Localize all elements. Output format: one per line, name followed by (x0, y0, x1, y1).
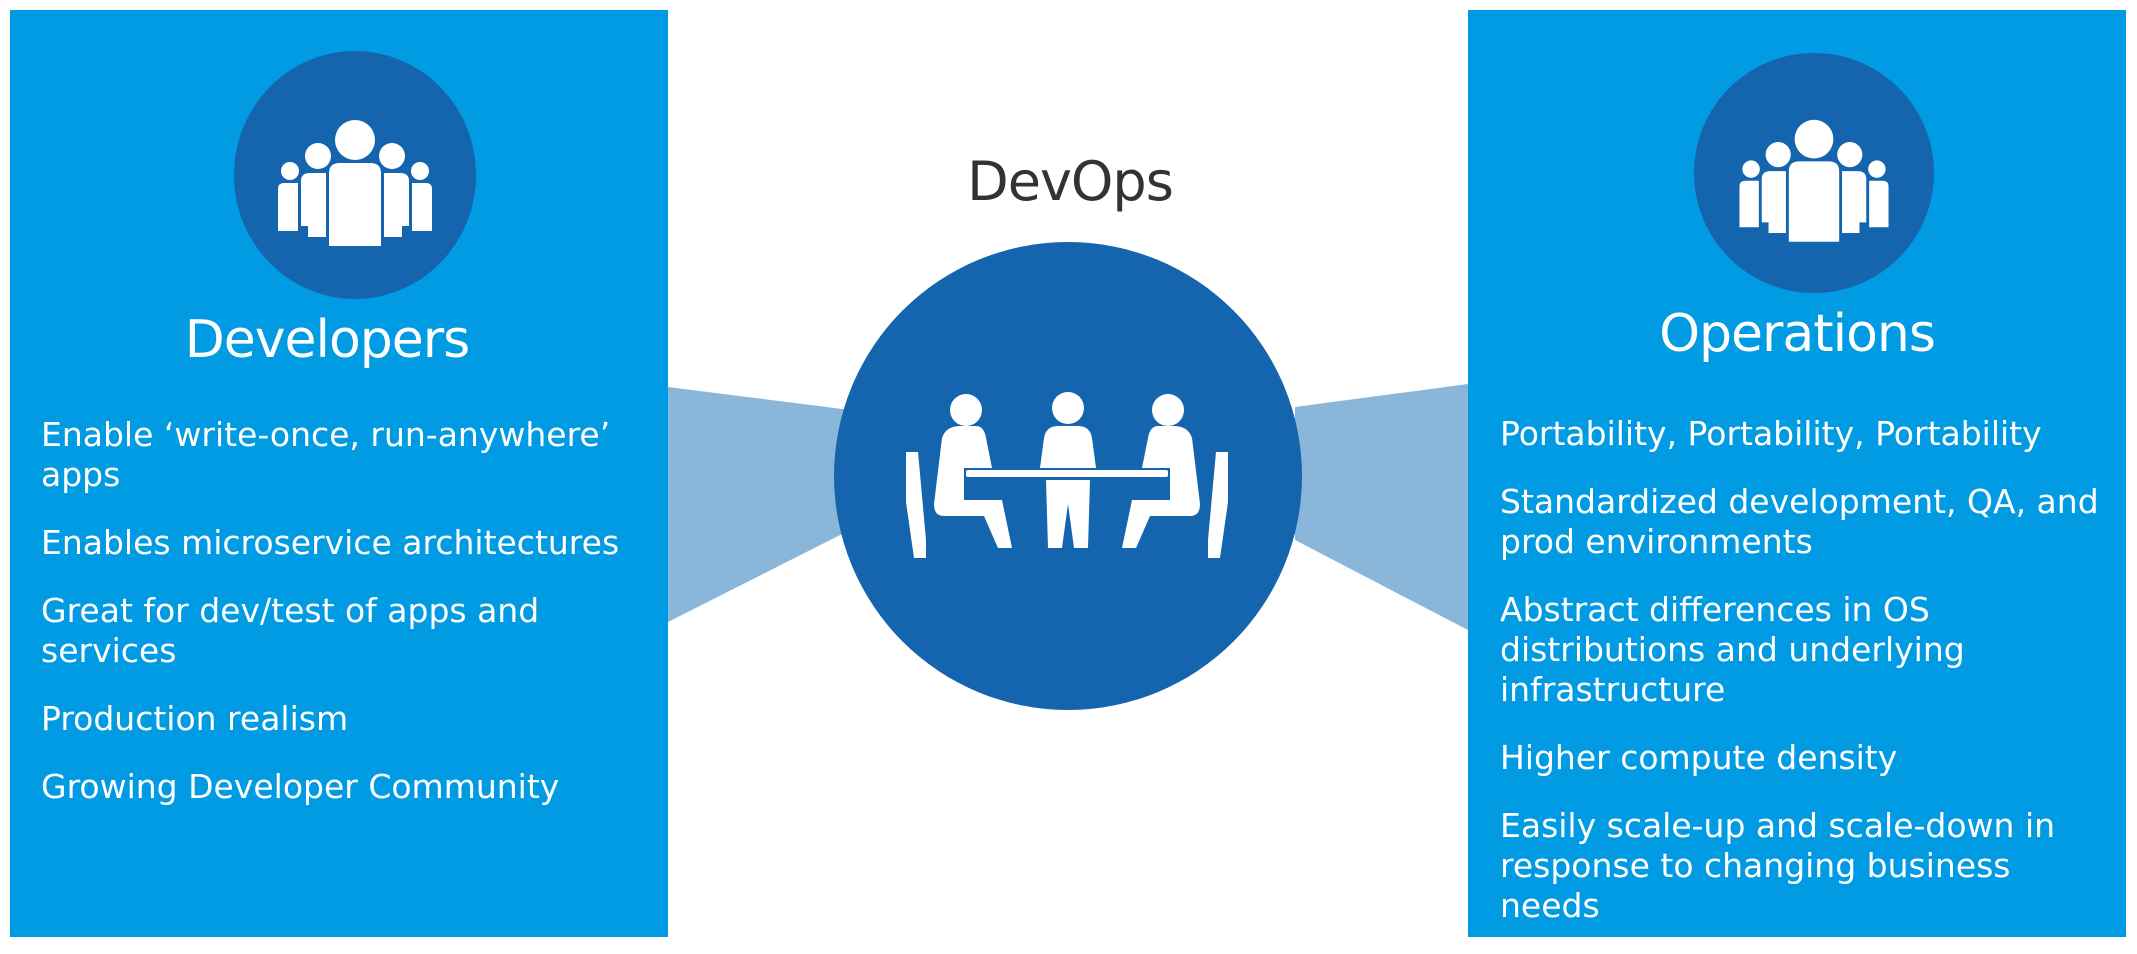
operations-benefit: Easily scale-up and scale-down in respon… (1500, 806, 2056, 925)
operations-title: Operations (1659, 304, 1936, 364)
devops-title: DevOps (967, 150, 1174, 213)
devops-circle (834, 242, 1302, 710)
operations-benefit: Portability, Portability, Portability (1500, 414, 2042, 453)
operations-benefit: Standardized development, QA, and prod e… (1500, 482, 2099, 561)
operations-icon-circle (1694, 53, 1934, 293)
operations-benefit: Higher compute density (1500, 738, 1898, 777)
developers-benefits-list: Enable ‘write-once, run-anywhere’ apps E… (41, 415, 641, 835)
operations-benefits-list: Portability, Portability, Portability St… (1500, 414, 2110, 954)
developers-benefit: Production realism (41, 699, 349, 738)
developers-benefit: Growing Developer Community (41, 767, 560, 806)
right-connector-beam (1295, 384, 1468, 630)
developers-benefit: Enables microservice architectures (41, 523, 620, 562)
group-of-people-icon (1739, 119, 1889, 242)
developers-panel: Developers Enable ‘write-once, run-anywh… (10, 10, 668, 937)
operations-panel: Operations Portability, Portability, Por… (1468, 10, 2126, 937)
developers-title: Developers (184, 310, 471, 370)
developers-icon-circle (234, 51, 476, 299)
team-meeting-icon (906, 392, 1228, 558)
operations-benefit: Abstract differences in OS distributions… (1500, 590, 1965, 709)
developers-benefit: Enable ‘write-once, run-anywhere’ apps (41, 415, 611, 494)
group-of-people-icon (278, 120, 432, 246)
developers-benefit: Great for dev/test of apps and services (41, 591, 540, 670)
left-connector-beam (668, 387, 850, 622)
